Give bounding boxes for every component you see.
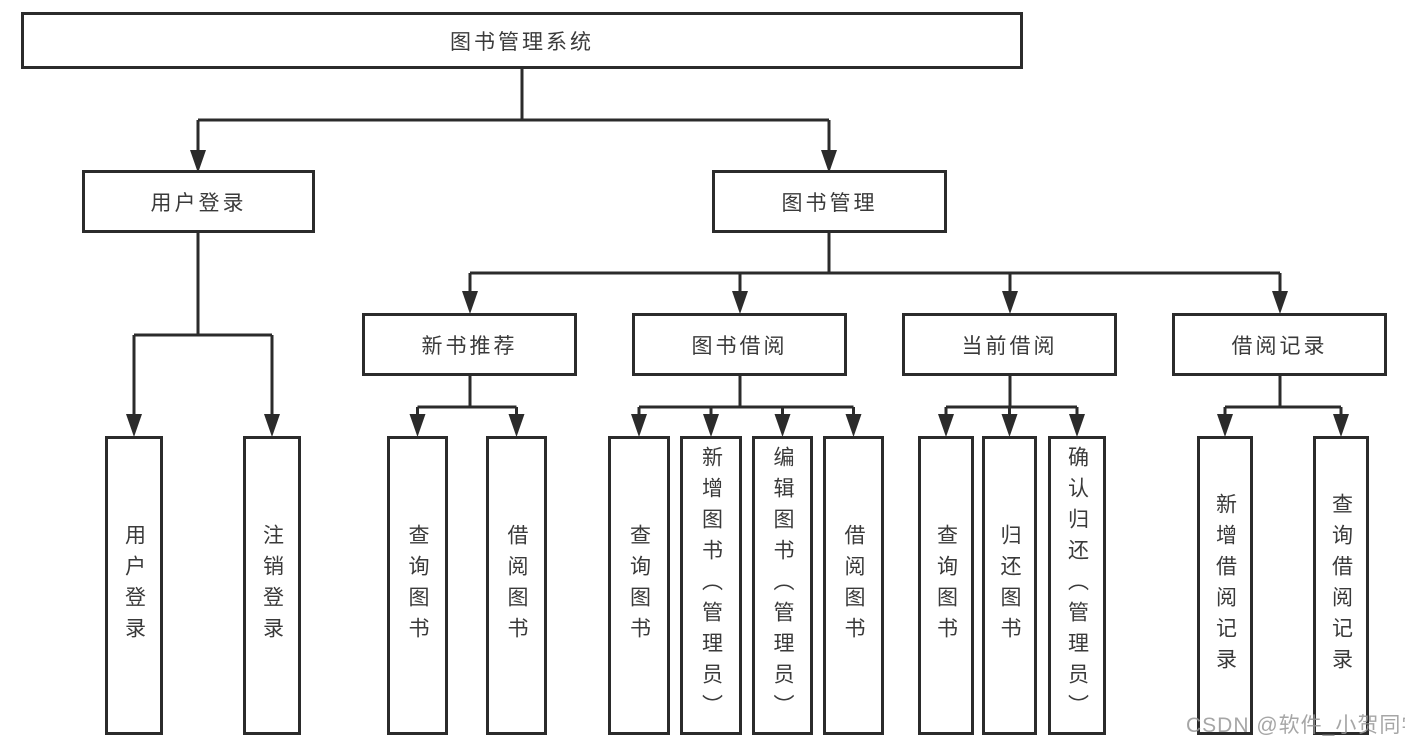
node-label: 借阅图书 [842, 523, 865, 648]
node-label: 归还图书 [998, 523, 1021, 648]
leaf-user-login: 用户登录 [105, 436, 163, 735]
leaf-query-borrow-record: 查询借阅记录 [1313, 436, 1369, 735]
node-label: 新书推荐 [421, 334, 518, 358]
node-label: 查询借阅记录 [1329, 492, 1353, 679]
node-root-system: 图书管理系统 [21, 12, 1023, 69]
node-label: 编辑图书（管理员） [771, 446, 794, 725]
leaf-edit-books-admin: 编辑图书（管理员） [752, 436, 813, 735]
connector-book-borrowing-branch [631, 376, 862, 437]
node-label: 查询图书 [934, 523, 958, 648]
connector-new-book-recommend-branch [409, 376, 525, 437]
connector-root-to-level2 [190, 69, 837, 173]
leaf-borrow-books-borrowing: 借阅图书 [823, 436, 884, 735]
node-label: 新增图书（管理员） [699, 446, 723, 725]
connector-book-management-branch [462, 233, 1288, 314]
leaf-borrow-books-recommend: 借阅图书 [486, 436, 547, 735]
node-user-login-branch: 用户登录 [82, 170, 315, 233]
connector-current-borrowing-branch [938, 376, 1085, 437]
csdn-watermark: CSDN @软件_小贺同学 [1186, 714, 1405, 737]
node-label: 当前借阅 [961, 334, 1058, 358]
node-book-borrowing: 图书借阅 [632, 313, 847, 376]
node-label: 新增借阅记录 [1213, 492, 1237, 679]
node-label: 用户登录 [150, 191, 247, 215]
node-label: 借阅图书 [505, 523, 528, 648]
node-label: 图书管理系统 [450, 30, 594, 54]
leaf-query-books-borrowing: 查询图书 [608, 436, 670, 735]
leaf-return-books: 归还图书 [982, 436, 1037, 735]
connector-borrowing-records-branch [1217, 376, 1349, 437]
connector-user-login-branch [126, 233, 280, 437]
leaf-confirm-return-admin: 确认归还（管理员） [1048, 436, 1106, 735]
node-label: 查询图书 [406, 523, 429, 648]
node-label: 确认归还（管理员） [1065, 446, 1089, 725]
node-label: 图书借阅 [691, 334, 788, 358]
node-label: 图书管理 [781, 191, 878, 215]
node-new-book-recommend: 新书推荐 [362, 313, 577, 376]
leaf-add-books-admin: 新增图书（管理员） [680, 436, 742, 735]
leaf-add-borrow-record: 新增借阅记录 [1197, 436, 1253, 735]
node-book-management: 图书管理 [712, 170, 947, 233]
node-current-borrowing: 当前借阅 [902, 313, 1117, 376]
node-label: 用户登录 [122, 523, 146, 648]
node-borrowing-records: 借阅记录 [1172, 313, 1387, 376]
node-label: 查询图书 [627, 523, 651, 648]
node-label: 借阅记录 [1231, 334, 1328, 358]
leaf-query-books-current: 查询图书 [918, 436, 974, 735]
leaf-logout-login: 注销登录 [243, 436, 301, 735]
leaf-query-books-recommend: 查询图书 [387, 436, 448, 735]
node-label: 注销登录 [260, 523, 284, 648]
